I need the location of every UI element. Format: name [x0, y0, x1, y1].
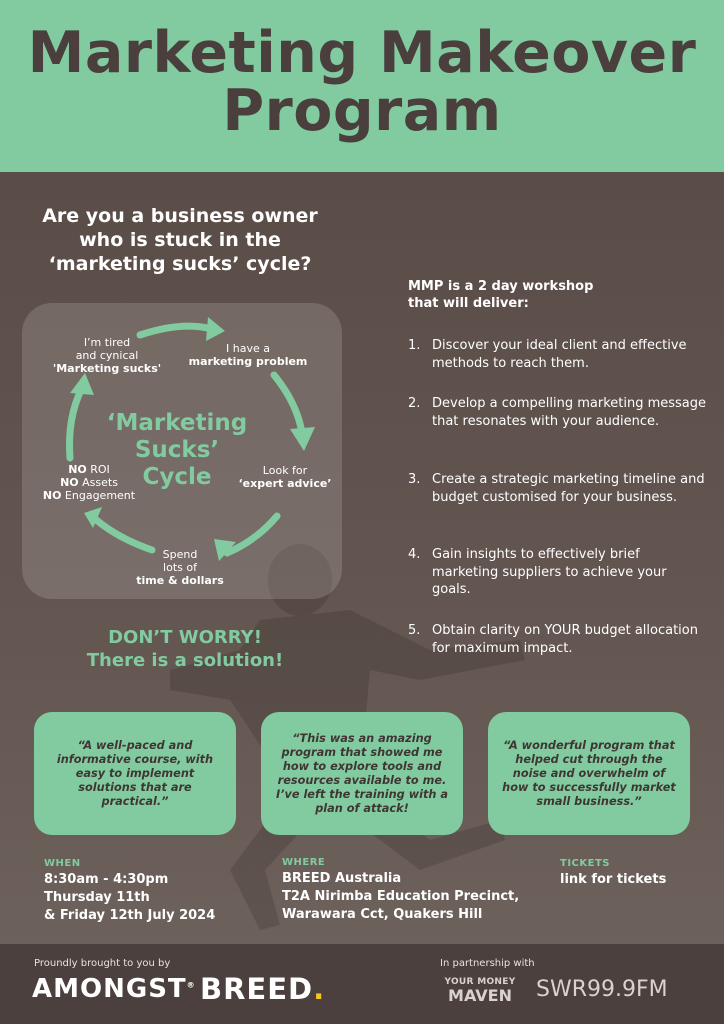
- cycle-step-2-text: Look for: [262, 464, 308, 477]
- list-text: Discover your ideal client and effective…: [432, 338, 687, 371]
- question-line-2: who is stuck in the: [79, 229, 281, 251]
- your-money-maven-logo: YOUR MONEY MAVEN: [440, 975, 520, 1005]
- tickets-label: TICKETS: [560, 858, 610, 869]
- list-item: 2. Develop a compelling marketing messag…: [408, 395, 708, 430]
- list-item: 5. Obtain clarity on YOUR budget allocat…: [408, 622, 708, 657]
- tickets-link[interactable]: link for tickets: [560, 872, 667, 887]
- list-text: Obtain clarity on YOUR budget allocation…: [432, 623, 698, 656]
- testimonial-card: “A well-paced and informative course, wi…: [34, 712, 236, 835]
- cycle-step-3-text-2: lots of: [163, 561, 197, 574]
- arrow-left: [66, 384, 86, 462]
- no-label: NO: [60, 476, 79, 489]
- cycle-step-3-bold: time & dollars: [136, 574, 224, 587]
- list-item: 3. Create a strategic marketing timeline…: [408, 471, 708, 506]
- arrowhead-right: [290, 427, 315, 451]
- breed-logo-dot: .: [313, 972, 326, 1006]
- list-text: Create a strategic marketing timeline an…: [432, 472, 705, 505]
- testimonial-text: “This was an amazing program that showed…: [275, 731, 449, 815]
- cycle-step-3: Spend lots of time & dollars: [124, 548, 236, 587]
- intro-line-1: MMP is a 2 day workshop: [408, 279, 594, 294]
- worry-line-1: DON’T WORRY!: [108, 627, 262, 648]
- cycle-title: ‘Marketing Sucks’ Cycle: [82, 410, 272, 491]
- amongst-logo-text: AMONGST: [32, 974, 187, 1004]
- when-label: WHEN: [44, 858, 81, 869]
- page-title: Marketing Makeover Program: [0, 24, 724, 140]
- footer: [0, 944, 724, 1024]
- cycle-step-4: NO ROI NO Assets NO Engagement: [34, 463, 144, 502]
- cycle-step-5-text: I’m tired: [83, 336, 131, 349]
- roi-text: ROI: [86, 463, 110, 476]
- amongst-logo: AMONGST®: [32, 974, 196, 1004]
- arrowhead-top: [206, 317, 225, 341]
- arrow-top: [136, 322, 216, 339]
- maven-logo-line-1: YOUR MONEY: [444, 977, 516, 987]
- cycle-step-3-text: Spend: [162, 548, 198, 561]
- arrowhead-left: [70, 373, 94, 395]
- list-item: 4. Gain insights to effectively brief ma…: [408, 546, 708, 599]
- when-day-2: & Friday 12th July 2024: [44, 908, 216, 923]
- cycle-step-1-bold: marketing problem: [188, 355, 308, 368]
- worry-line-2: There is a solution!: [86, 650, 284, 671]
- header-banner: [0, 0, 724, 172]
- question-line-1: Are you a business owner: [42, 205, 318, 227]
- partnership-text: In partnership with: [440, 958, 535, 969]
- workshop-intro: MMP is a 2 day workshop that will delive…: [408, 278, 698, 312]
- arrowhead-bottom-right: [214, 539, 236, 561]
- cycle-step-5-bold: 'Marketing sucks': [52, 362, 162, 375]
- cycle-title-line-2: Sucks’: [134, 437, 220, 463]
- intro-line-2: that will deliver:: [408, 296, 529, 311]
- testimonial-text: “A well-paced and informative course, wi…: [56, 738, 214, 808]
- no-label: NO: [68, 463, 87, 476]
- arrow-right: [270, 371, 306, 437]
- engagement-text: Engagement: [61, 489, 136, 502]
- assets-text: Assets: [78, 476, 118, 489]
- cycle-arrows: [66, 317, 315, 561]
- testimonial-text: “A wonderful program that helped cut thr…: [502, 738, 676, 808]
- maven-logo-line-2: MAVEN: [448, 986, 512, 1005]
- list-item: 1. Discover your ideal client and effect…: [408, 337, 708, 372]
- title-line-1: Marketing Makeover: [27, 20, 697, 86]
- where-details: BREED Australia T2A Nirimba Education Pr…: [282, 870, 519, 924]
- list-number: 3.: [408, 472, 421, 487]
- list-number: 4.: [408, 547, 421, 562]
- cycle-step-5: I’m tired and cynical 'Marketing sucks': [52, 336, 162, 375]
- breed-logo-text: BREED: [200, 972, 314, 1006]
- cycle-step-1-text: I have a: [226, 342, 270, 355]
- testimonial-card: “This was an amazing program that showed…: [261, 712, 463, 835]
- dont-worry-heading: DON’T WORRY! There is a solution!: [40, 626, 330, 672]
- arrow-bottom-right: [223, 512, 281, 557]
- testimonial-card: “A wonderful program that helped cut thr…: [488, 712, 690, 835]
- question-heading: Are you a business owner who is stuck in…: [0, 204, 360, 276]
- brought-by-text: Proundly brought to you by: [34, 958, 171, 969]
- swr-radio-logo: SWR99.9FM: [536, 977, 668, 1002]
- cycle-step-1: I have a marketing problem: [188, 342, 308, 368]
- list-number: 1.: [408, 338, 421, 353]
- where-address-1: T2A Nirimba Education Precinct,: [282, 889, 520, 904]
- cycle-panel: [22, 303, 342, 599]
- trademark-mark: ®: [186, 980, 196, 990]
- cycle-step-2: Look for ‘expert advice’: [224, 464, 346, 490]
- where-label: WHERE: [282, 857, 326, 868]
- question-line-3: ‘marketing sucks’ cycle?: [48, 253, 312, 275]
- when-details: 8:30am - 4:30pm Thursday 11th & Friday 1…: [44, 871, 215, 925]
- where-address-2: Warawara Cct, Quakers Hill: [282, 907, 483, 922]
- cycle-title-line-3: Cycle: [142, 464, 212, 490]
- when-time: 8:30am - 4:30pm: [44, 872, 169, 887]
- list-number: 5.: [408, 623, 421, 638]
- when-day-1: Thursday 11th: [44, 890, 150, 905]
- where-venue: BREED Australia: [282, 871, 402, 886]
- breed-logo: BREED.: [200, 972, 325, 1006]
- arrowhead-bottom-left: [84, 507, 102, 528]
- no-label: NO: [42, 489, 62, 502]
- list-text: Gain insights to effectively brief marke…: [432, 547, 667, 597]
- list-number: 2.: [408, 396, 421, 411]
- cycle-title-line-1: ‘Marketing: [106, 410, 248, 436]
- title-line-2: Program: [222, 78, 502, 144]
- cycle-step-2-bold: ‘expert advice’: [238, 477, 332, 490]
- list-text: Develop a compelling marketing message t…: [432, 396, 707, 429]
- arrow-bottom-left: [90, 514, 156, 554]
- cycle-step-5-text-2: and cynical: [75, 349, 139, 362]
